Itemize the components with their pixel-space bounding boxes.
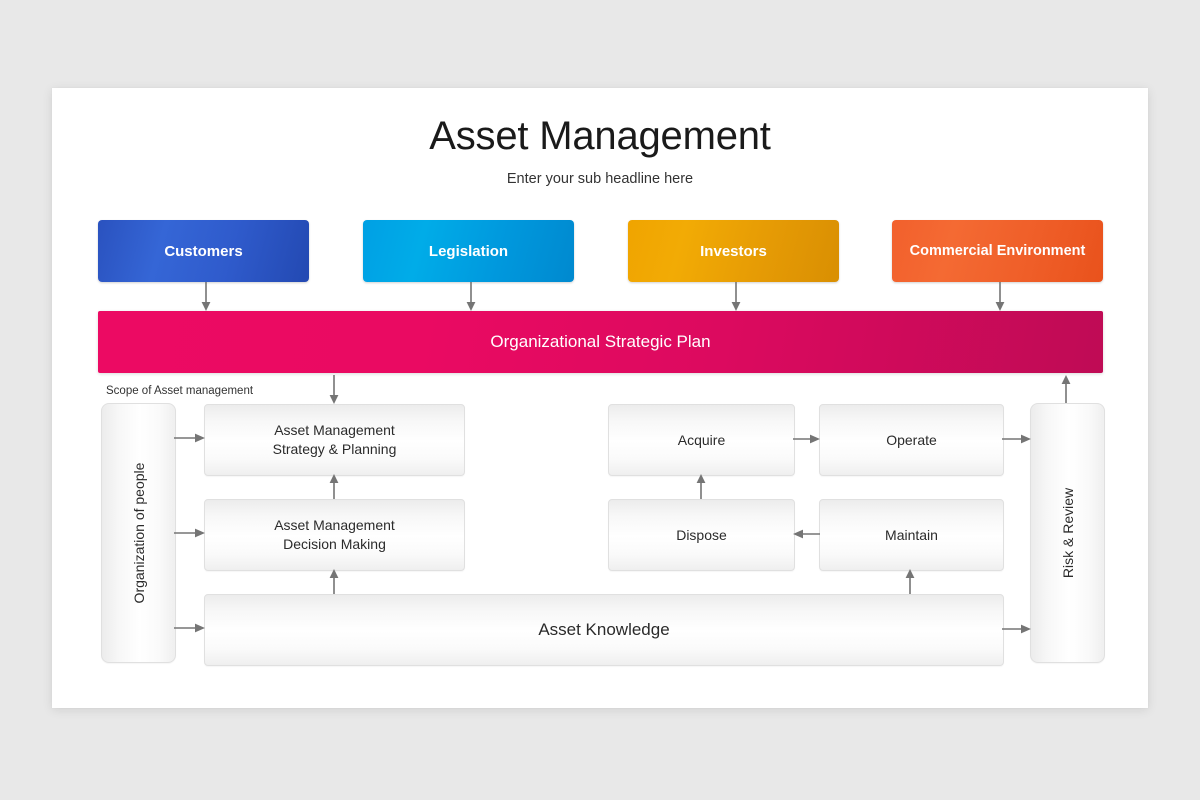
organizational-strategic-plan-bar[interactable]: Organizational Strategic Plan	[98, 311, 1103, 373]
driver-box-investors[interactable]: Investors	[628, 220, 839, 282]
arrow-dispose-to-acquire	[695, 474, 707, 500]
lifecycle-label-dispose: Dispose	[676, 526, 727, 543]
strategy-line-2: Strategy & Planning	[272, 441, 397, 457]
slide-canvas: Asset Management Enter your sub headline…	[52, 88, 1148, 708]
arrow-customers-to-strategic-plan	[200, 282, 212, 312]
lifecycle-label-maintain: Maintain	[885, 526, 938, 543]
arrow-commercial-to-strategic-plan	[994, 282, 1006, 312]
driver-label-customers: Customers	[164, 242, 243, 260]
process-label-decision-making: Asset Management Decision Making	[274, 516, 395, 554]
strategic-plan-label: Organizational Strategic Plan	[490, 332, 711, 351]
decision-line-1: Asset Management	[274, 517, 395, 534]
arrow-knowledge-to-risk-review	[1002, 623, 1032, 635]
pillar-organization-of-people[interactable]: Organization of people	[101, 403, 176, 663]
scope-caption: Scope of Asset management	[106, 385, 254, 397]
driver-label-investors: Investors	[700, 242, 767, 260]
arrow-operate-to-risk-review	[1002, 433, 1032, 445]
pillar-risk-and-review[interactable]: Risk & Review	[1030, 403, 1105, 663]
arrow-risk-review-to-strategic-plan	[1060, 374, 1072, 404]
arrow-org-people-to-knowledge	[174, 622, 206, 634]
arrow-knowledge-to-decision	[328, 569, 340, 595]
arrow-org-people-to-strategy	[174, 432, 206, 444]
pillar-label-risk-and-review: Risk & Review	[1059, 487, 1076, 579]
lifecycle-box-dispose[interactable]: Dispose	[608, 499, 795, 571]
driver-box-legislation[interactable]: Legislation	[363, 220, 574, 282]
arrow-acquire-to-operate	[793, 433, 821, 445]
page-title: Asset Management	[429, 114, 771, 158]
page-subtitle: Enter your sub headline here	[506, 171, 694, 187]
driver-box-customers[interactable]: Customers	[98, 220, 309, 282]
pillar-label-organization-of-people: Organization of people	[130, 462, 147, 604]
arrow-maintain-to-dispose	[793, 528, 821, 540]
arrow-decision-to-strategy	[328, 474, 340, 500]
arrow-legislation-to-strategic-plan	[465, 282, 477, 312]
lifecycle-box-operate[interactable]: Operate	[819, 404, 1004, 476]
lifecycle-box-acquire[interactable]: Acquire	[608, 404, 795, 476]
driver-box-commercial-environment[interactable]: Commercial Environment	[892, 220, 1103, 282]
process-box-strategy-and-planning[interactable]: Asset Management Strategy & Planning	[204, 404, 465, 476]
lifecycle-box-maintain[interactable]: Maintain	[819, 499, 1004, 571]
arrow-org-people-to-decision	[174, 527, 206, 539]
arrow-investors-to-strategic-plan	[730, 282, 742, 312]
driver-label-legislation: Legislation	[428, 242, 509, 260]
process-box-asset-knowledge[interactable]: Asset Knowledge	[204, 594, 1004, 666]
arrow-knowledge-to-maintain	[904, 569, 916, 595]
decision-line-2: Decision Making	[283, 536, 386, 552]
strategy-line-1: Asset Management	[274, 422, 395, 439]
process-label-strategy-and-planning: Asset Management Strategy & Planning	[273, 421, 397, 459]
driver-label-commercial-environment: Commercial Environment	[909, 243, 1086, 259]
lifecycle-label-operate: Operate	[886, 431, 937, 448]
lifecycle-label-acquire: Acquire	[677, 431, 726, 448]
process-box-decision-making[interactable]: Asset Management Decision Making	[204, 499, 465, 571]
arrow-strategic-plan-to-strategy	[328, 375, 340, 405]
process-label-asset-knowledge: Asset Knowledge	[538, 619, 670, 639]
